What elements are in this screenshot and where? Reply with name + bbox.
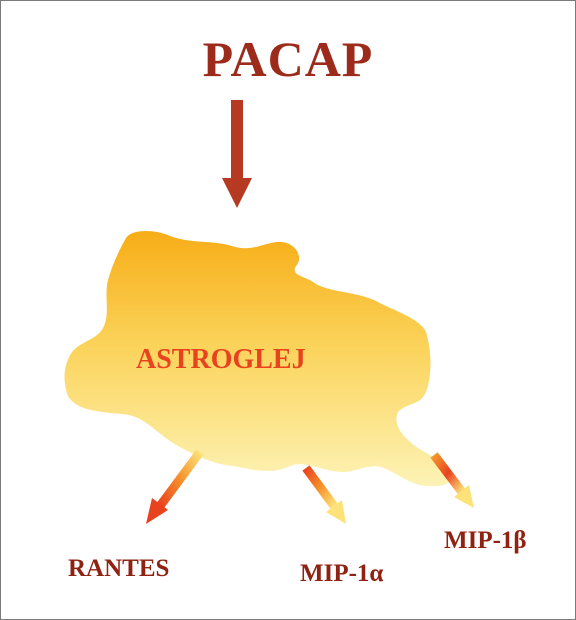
orange-gradient-arrow-icon (146, 452, 200, 524)
output-label-mip1b: MIP-1β (444, 527, 527, 555)
down-arrow-icon (222, 100, 252, 208)
stimulus-label: PACAP (0, 30, 576, 88)
output-label-rantes: RANTES (68, 555, 169, 583)
orange-gradient-arrow-icon (306, 468, 346, 524)
output-label-mip1a: MIP-1α (300, 560, 383, 588)
cell-label: ASTROGLEJ (136, 344, 306, 376)
